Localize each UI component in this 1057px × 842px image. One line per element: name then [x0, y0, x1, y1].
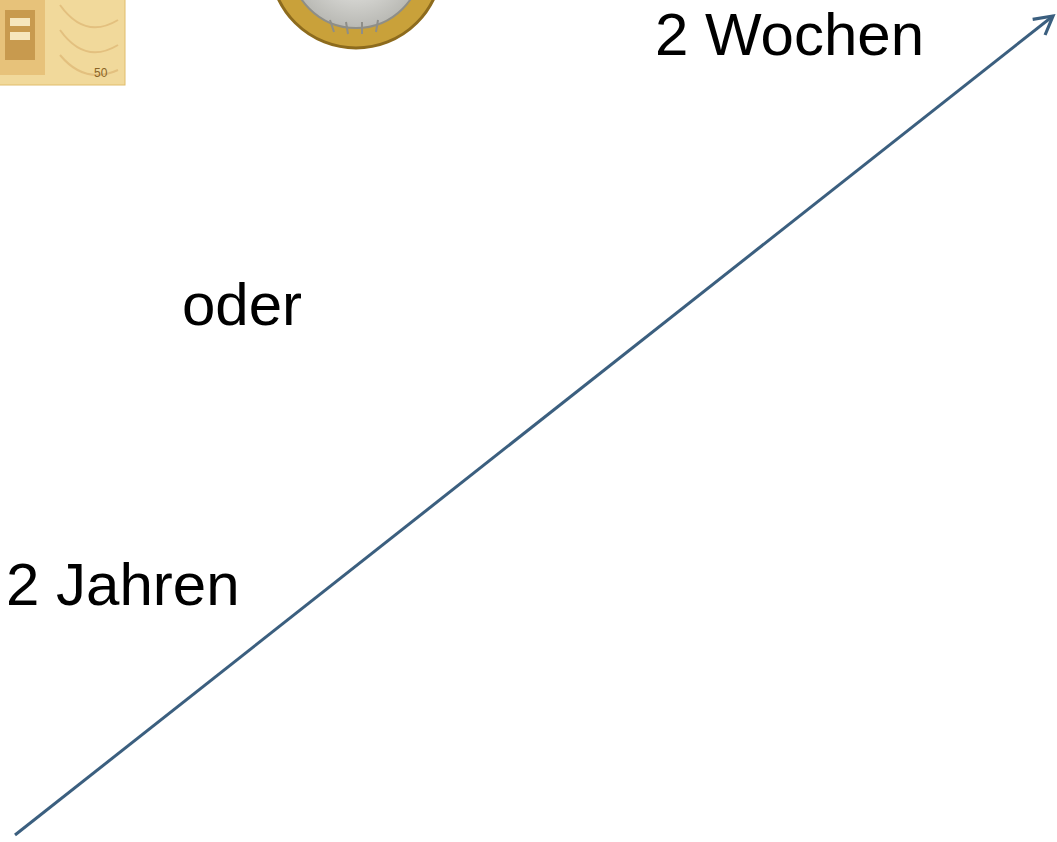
- time-label: 2 Jahren: [6, 552, 240, 618]
- banknote-value: 50: [94, 67, 107, 80]
- choice-word: oder: [182, 272, 302, 338]
- banknote: [0, 0, 125, 85]
- time-label: 2 Wochen: [655, 2, 924, 68]
- time-arrow: [15, 16, 1053, 835]
- euro-coin: [270, 0, 442, 48]
